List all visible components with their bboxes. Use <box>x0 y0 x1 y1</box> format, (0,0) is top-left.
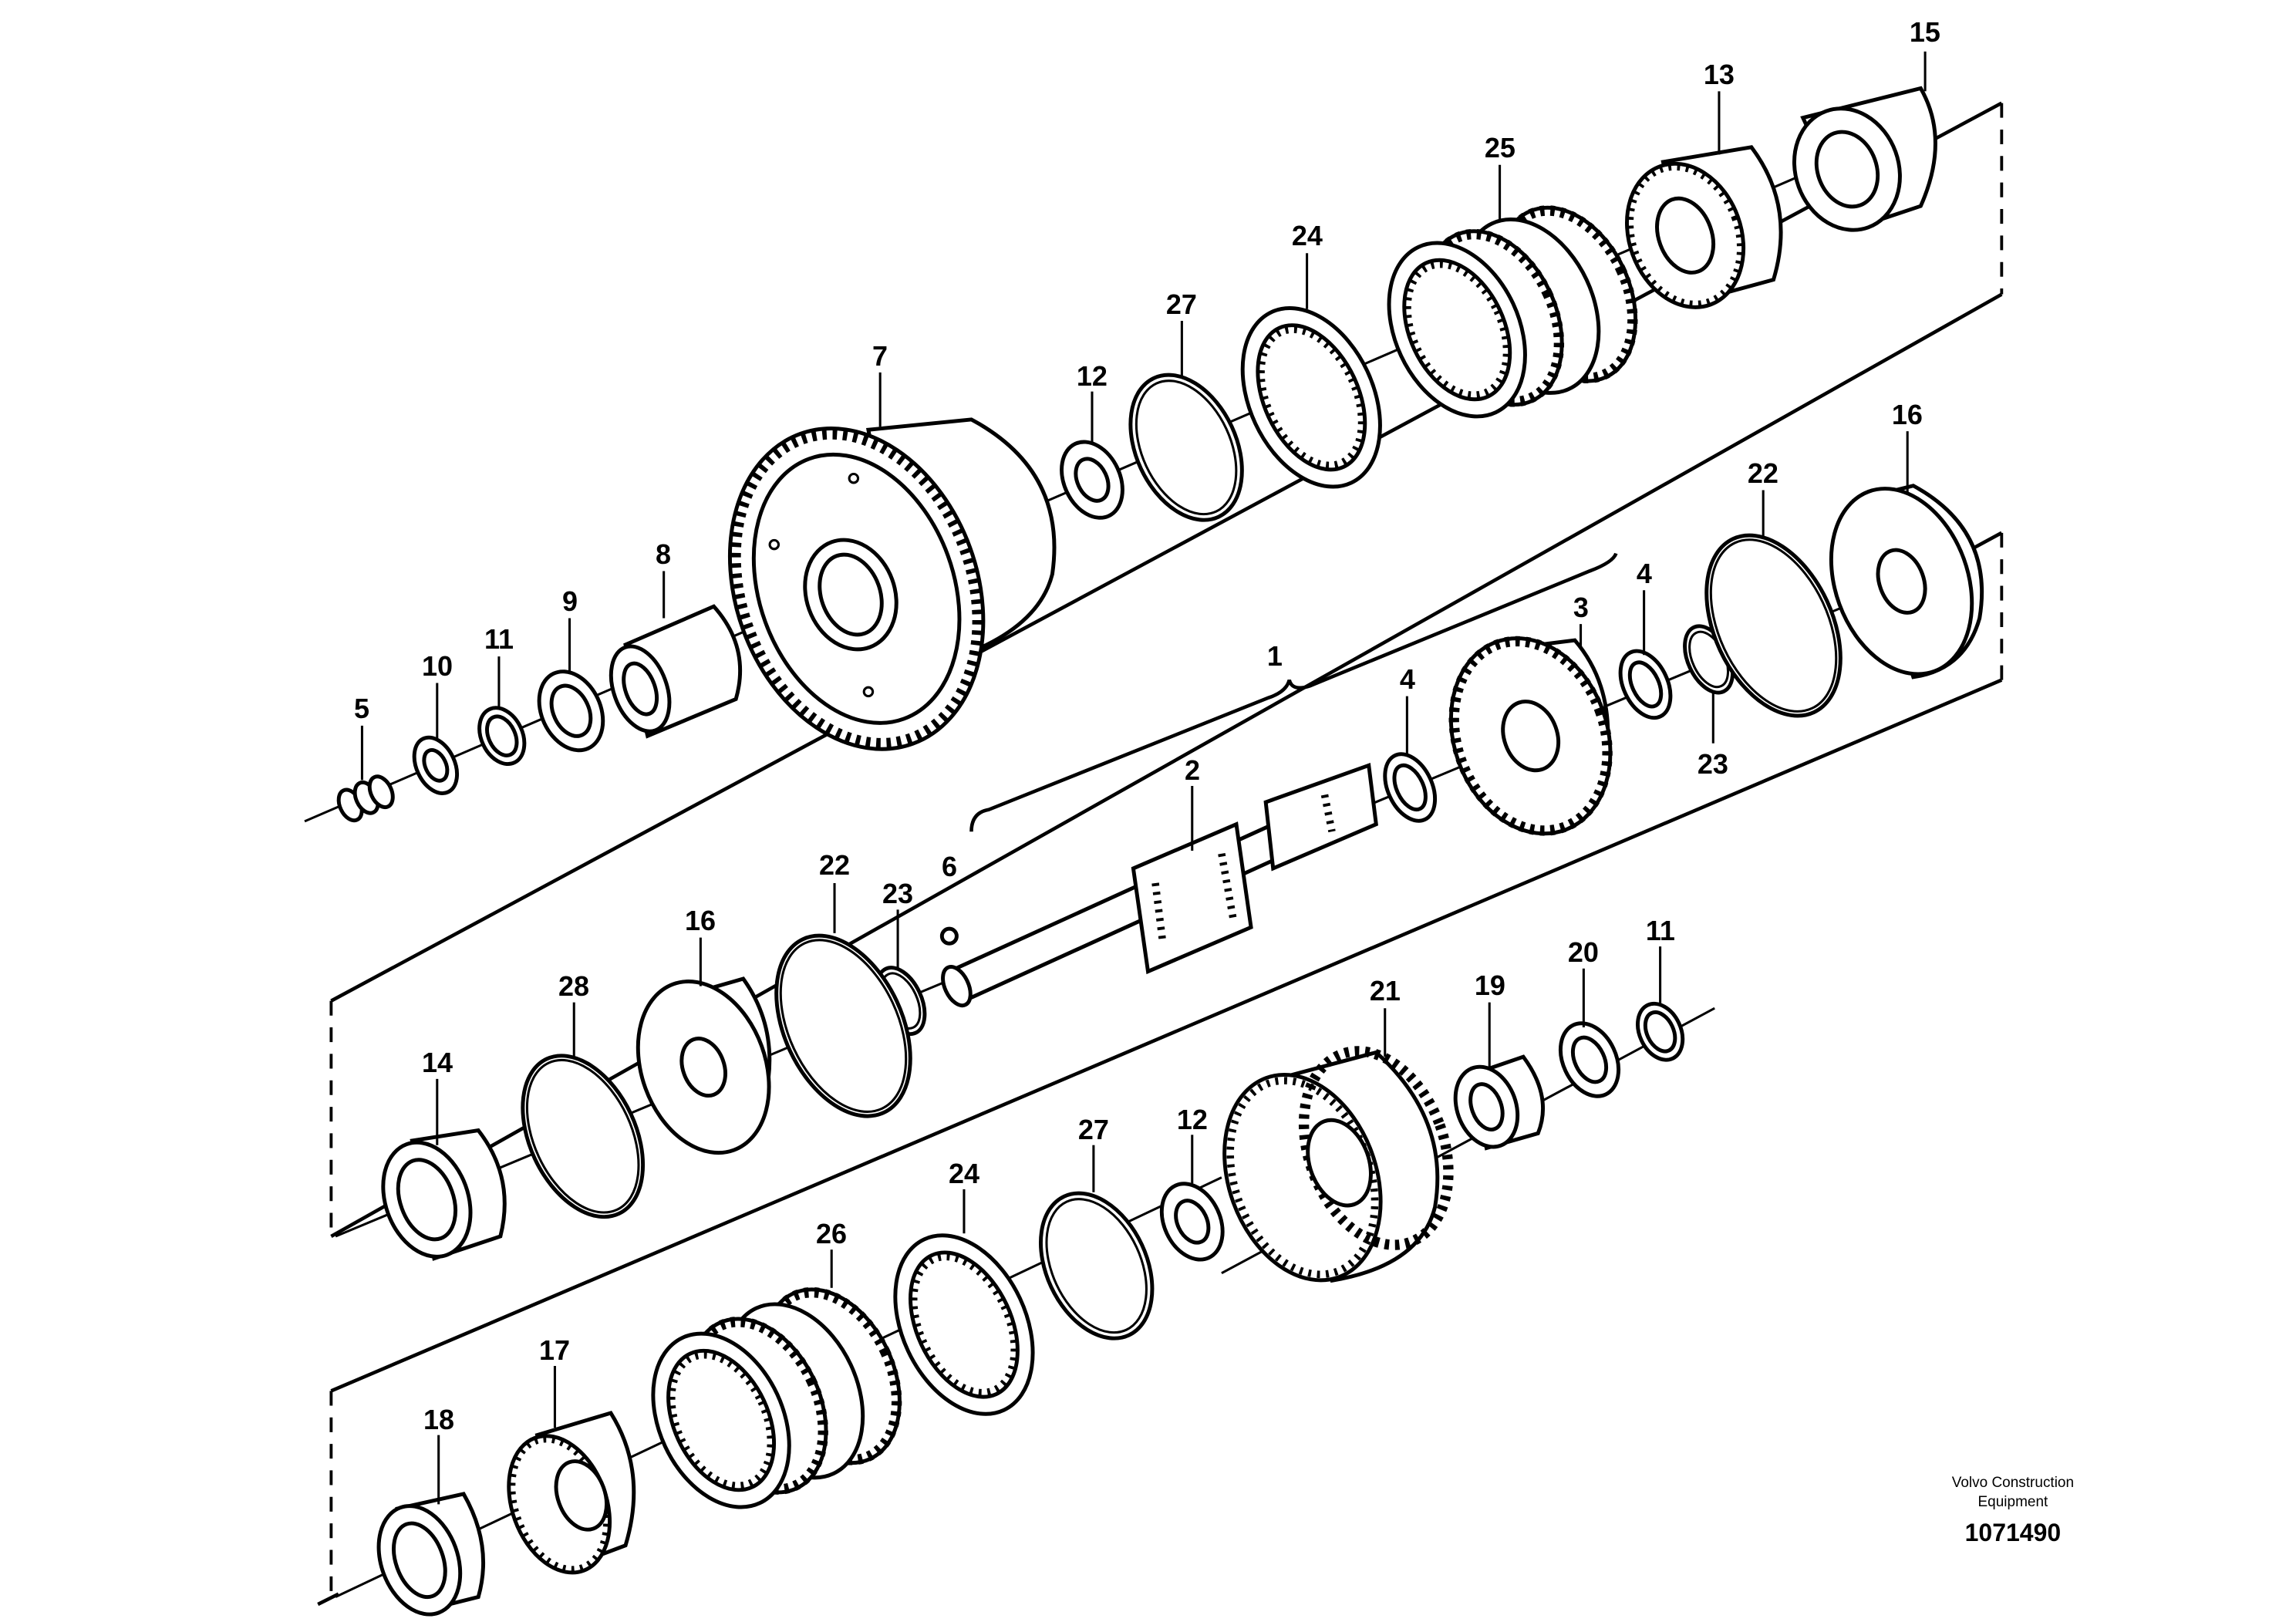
part-11-washer-right <box>1636 1001 1685 1062</box>
part-25-clutch-discs-top <box>1387 205 1638 419</box>
axis-lines <box>304 120 1958 1598</box>
callout-23-right: 23 <box>1698 748 1728 780</box>
part-22-seal-ring-left <box>774 933 912 1118</box>
credit-line-1: Volvo Construction <box>1952 1475 2074 1491</box>
part-2-shaft <box>941 762 1378 1008</box>
frame-lines <box>317 101 2004 1607</box>
callout-7: 7 <box>872 340 888 372</box>
callout-14: 14 <box>422 1047 453 1078</box>
callout-16-right: 16 <box>1892 399 1923 430</box>
part-15-piston <box>1792 86 1937 232</box>
callout-12-top: 12 <box>1077 360 1108 392</box>
part-17-clutch-hub-bottom <box>507 1411 636 1575</box>
callout-10: 10 <box>422 650 453 682</box>
callout-19: 19 <box>1475 969 1505 1001</box>
part-22-seal-ring-right <box>1704 533 1843 718</box>
callout-6: 6 <box>942 851 957 882</box>
callout-20: 20 <box>1568 936 1599 968</box>
part-24-pressure-plate-bottom <box>893 1233 1035 1416</box>
callout-9: 9 <box>562 585 578 617</box>
callout-13: 13 <box>1704 59 1735 90</box>
part-24-pressure-plate-top <box>1240 306 1382 489</box>
part-21-clutch-drum <box>1222 1046 1454 1283</box>
leader-lines <box>360 51 1927 1505</box>
part-14-bearing <box>381 1128 507 1261</box>
part-6-ball <box>939 926 959 946</box>
credit-line-2: Equipment <box>1978 1494 2048 1510</box>
part-19-bearing <box>1453 1054 1545 1151</box>
part-4-washer-right <box>1618 649 1673 720</box>
callout-3: 3 <box>1573 592 1589 623</box>
callout-27-top: 27 <box>1166 288 1197 320</box>
part-11-washer-top <box>477 706 527 767</box>
part-12-washer-bottom <box>1159 1182 1225 1262</box>
part-9-bearing-ring <box>537 669 605 753</box>
part-16-piston-right <box>1829 484 1984 679</box>
part-8-bearing-sleeve <box>609 604 743 739</box>
part-7-large-gear <box>727 417 1057 751</box>
callout-11-right: 11 <box>1646 915 1675 946</box>
callout-4-right: 4 <box>1637 558 1652 589</box>
part-27-snap-ring-top <box>1128 373 1244 522</box>
part-4-washer-mid <box>1383 752 1438 823</box>
callout-5: 5 <box>354 693 369 724</box>
part-5-snap-rings <box>336 774 395 823</box>
callout-22-left: 22 <box>819 849 850 881</box>
part-26-clutch-discs-bottom <box>651 1286 902 1509</box>
callout-11-top: 11 <box>484 623 514 655</box>
assembly-bracket <box>969 552 1618 832</box>
callout-26: 26 <box>816 1218 847 1249</box>
callout-8: 8 <box>656 538 671 570</box>
callout-4-mid: 4 <box>1400 663 1415 695</box>
callout-16-left: 16 <box>685 905 716 936</box>
callout-18: 18 <box>423 1404 454 1435</box>
callout-15: 15 <box>1910 16 1940 48</box>
part-27-snap-ring-bottom <box>1039 1191 1155 1340</box>
callout-23-left: 23 <box>882 878 913 909</box>
callout-24-top: 24 <box>1292 220 1323 251</box>
part-13-clutch-hub <box>1625 145 1783 309</box>
part-16-piston-left <box>636 976 772 1155</box>
callout-25: 25 <box>1485 132 1515 164</box>
callout-2: 2 <box>1185 754 1200 786</box>
callout-12-bottom: 12 <box>1177 1104 1208 1135</box>
part-18-bearing-bottom <box>376 1492 486 1617</box>
callout-27-bottom: 27 <box>1078 1114 1109 1145</box>
part-3-gear <box>1448 636 1613 836</box>
callout-labels: 15 13 25 24 27 12 7 16 22 4 3 23 1 4 8 9… <box>354 16 2074 1546</box>
callout-22-right: 22 <box>1748 457 1778 489</box>
callout-1: 1 <box>1267 640 1283 672</box>
callout-17: 17 <box>539 1334 570 1366</box>
part-28-o-ring <box>521 1054 646 1219</box>
part-10-nut <box>412 735 460 795</box>
callout-24-bottom: 24 <box>949 1158 979 1189</box>
callout-21: 21 <box>1370 975 1401 1007</box>
document-number: 1071490 <box>1965 1519 2062 1546</box>
callout-28: 28 <box>558 970 589 1002</box>
part-20-bearing-race <box>1558 1021 1621 1098</box>
part-12-washer-top <box>1060 440 1124 520</box>
